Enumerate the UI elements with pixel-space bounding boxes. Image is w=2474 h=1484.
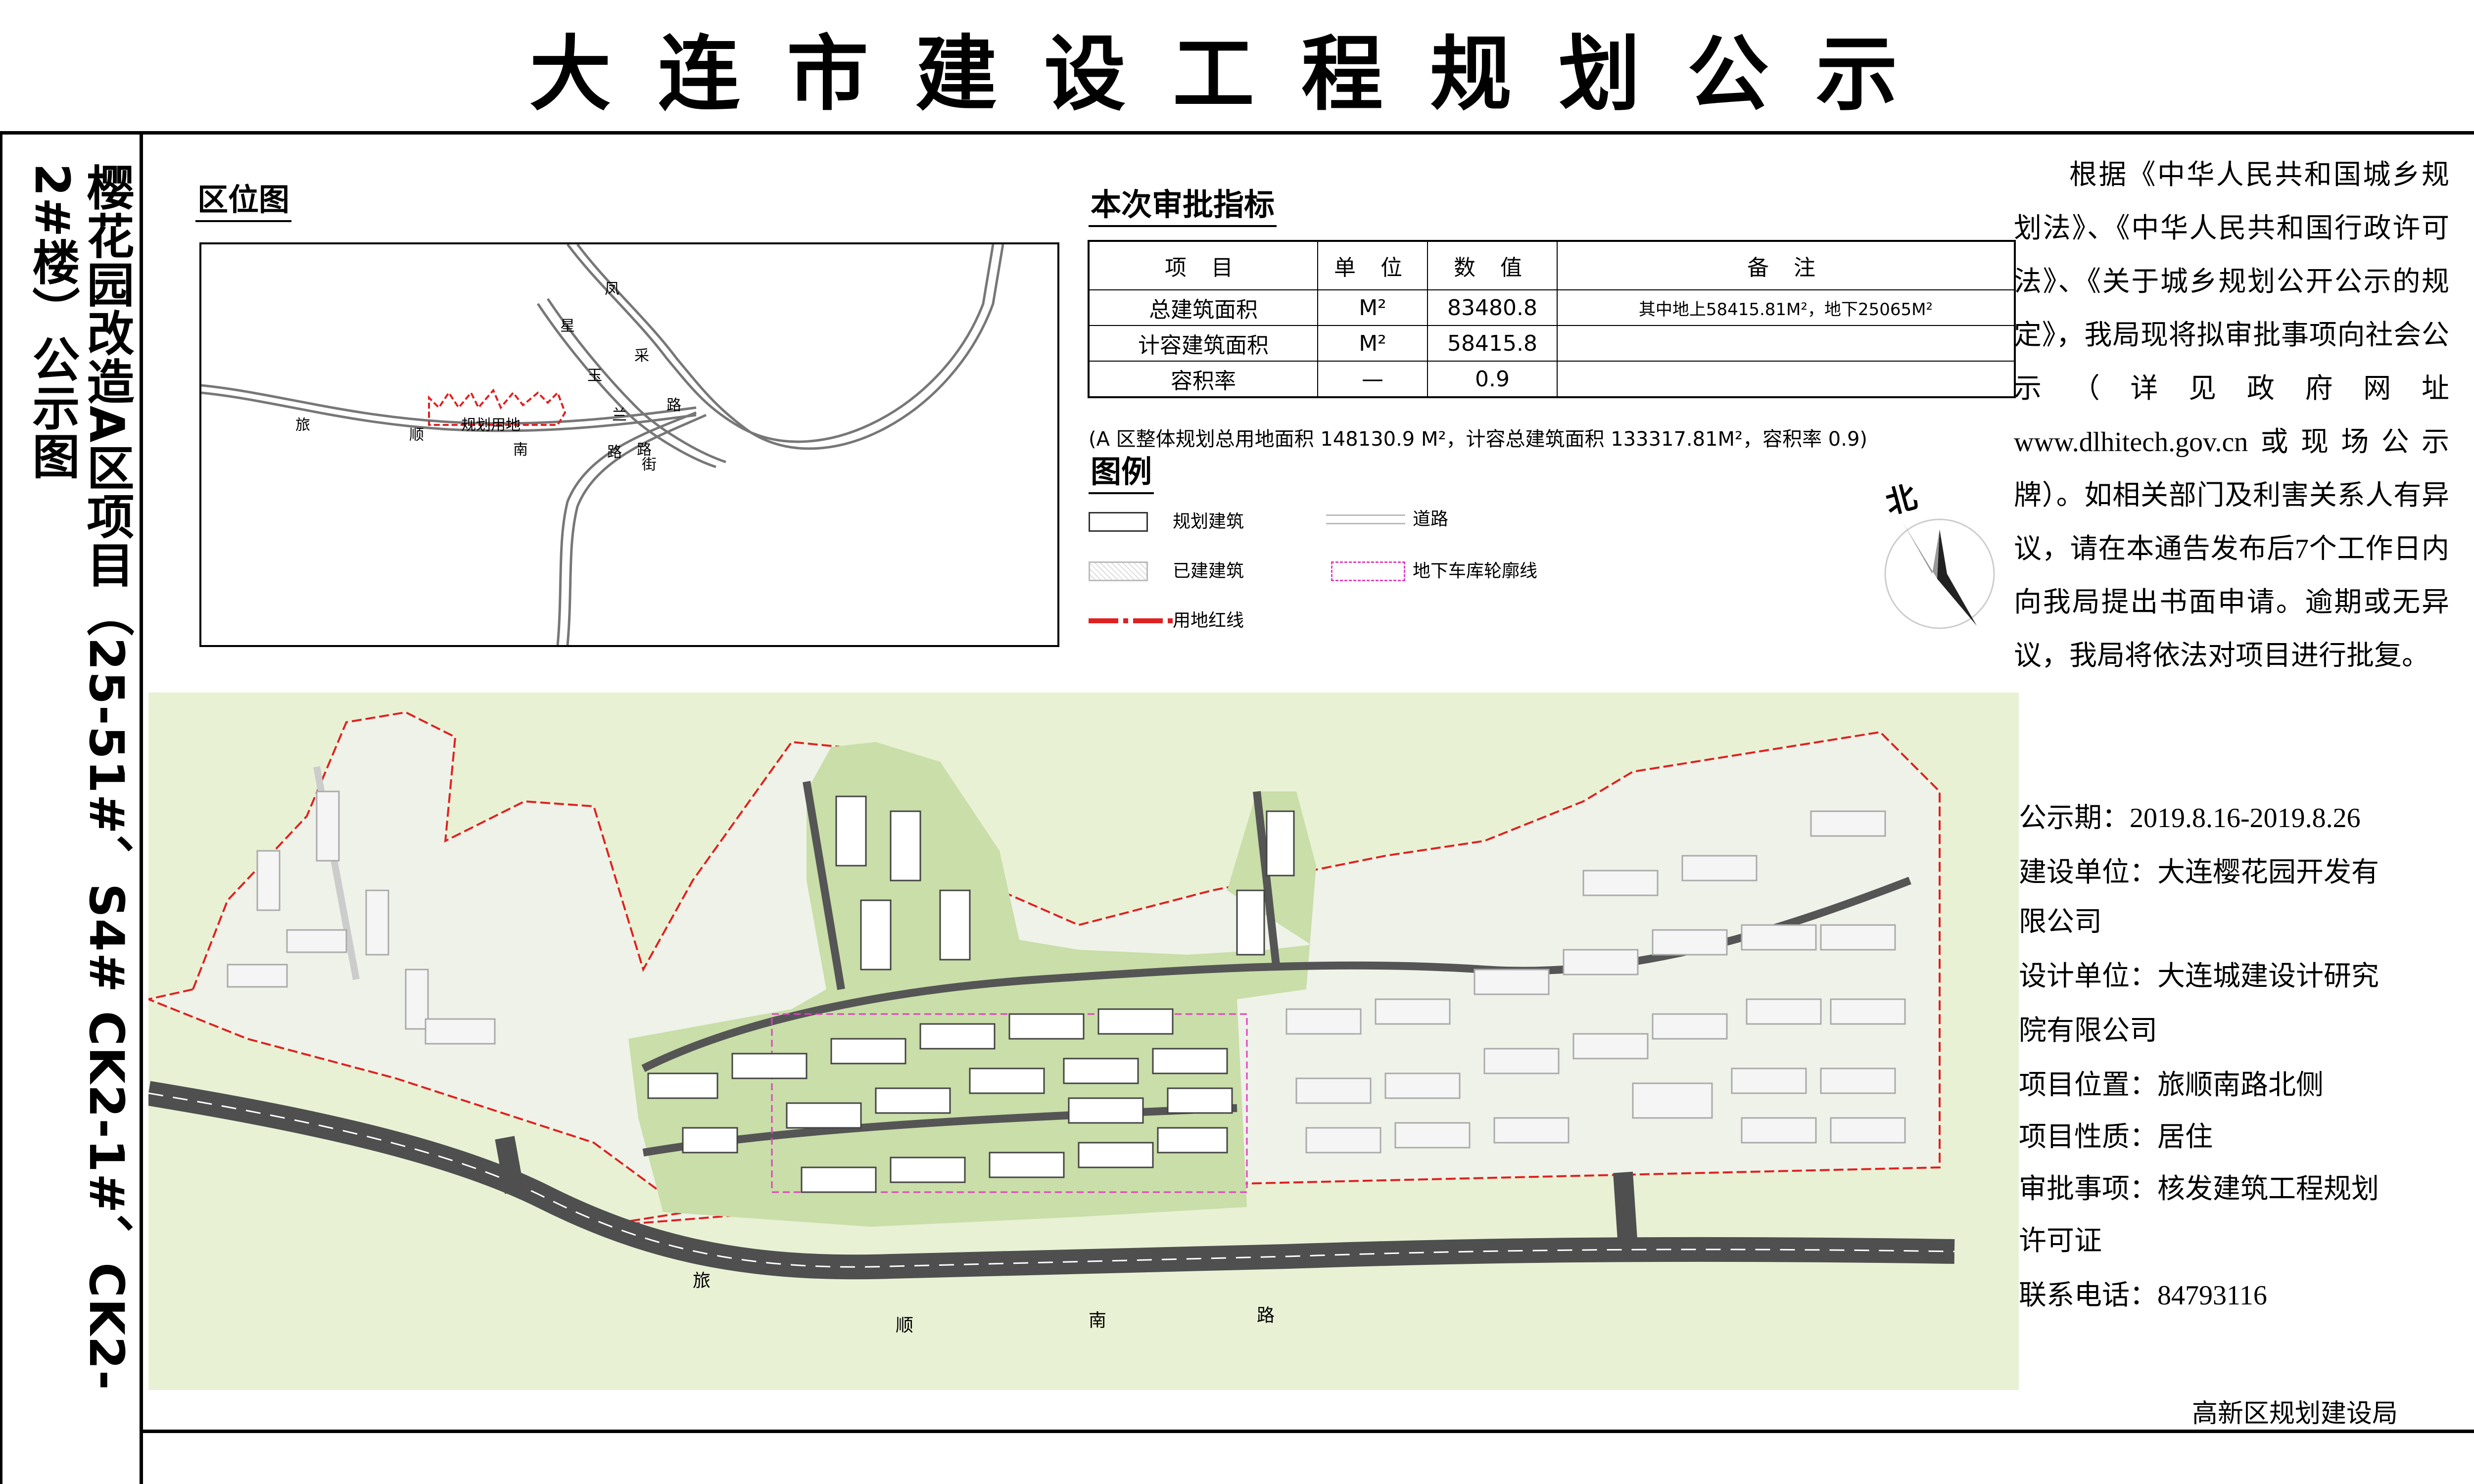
road-label: 玉 xyxy=(587,367,602,384)
table-cell xyxy=(1557,361,2015,398)
table-row: 计容建筑面积 M² 58415.8 xyxy=(1088,325,2015,362)
site-plan-drawing xyxy=(145,711,1955,1280)
road-label: 兰 xyxy=(612,407,627,424)
legend-planned-label: 规划建筑 xyxy=(1173,511,1244,532)
table-header-cell: 备 注 xyxy=(1557,240,2015,290)
road-label: 旅 xyxy=(693,1271,711,1291)
road-label: 凤 xyxy=(605,280,619,298)
project-title: 樱花园改造A区项目（25-51#、S4# CK2-1#、CK2-2#楼）公示图 xyxy=(10,163,134,1415)
notice-builder-cont: 限公司 xyxy=(2019,907,2102,937)
table-cell: 0.9 xyxy=(1427,361,1558,398)
table-header-cell: 项 目 xyxy=(1088,240,1318,290)
footer-divider xyxy=(140,1430,2474,1433)
road-label: 星 xyxy=(560,318,575,335)
road-label: 南 xyxy=(513,441,528,459)
legend-red-line-label: 用地红线 xyxy=(1173,610,1244,631)
notice-nature: 项目性质：居住 xyxy=(2019,1122,2213,1153)
table-cell: 其中地上58415.81M²，地下25065M² xyxy=(1557,289,2015,326)
compass-rose-icon xyxy=(1884,518,1995,629)
header-divider xyxy=(0,131,2474,135)
compass: 北 xyxy=(1880,478,1999,643)
project-title-text: 樱花园改造A区项目（25-51#、S4# CK2-1#、CK2-2#楼）公示图 xyxy=(24,163,134,1391)
table-cell: 总建筑面积 xyxy=(1088,289,1318,326)
road-label: 路 xyxy=(637,441,652,459)
planned-building-symbol xyxy=(1089,512,1148,532)
notice-builder: 建设单位：大连樱花园开发有 xyxy=(2019,857,2379,888)
notice-text: 根据《中华人民共和国城乡规划法》、《中华人民共和国行政许可法》、《关于城乡规划公… xyxy=(2014,160,2449,671)
legend-existing-label: 已建建筑 xyxy=(1173,561,1244,581)
location-map: 规划用地 旅 顺 南 路 星 玉 兰 路 凤 采 路 街 xyxy=(199,242,1059,647)
table-row: 总建筑面积 M² 83480.8 其中地上58415.81M²，地下25065M… xyxy=(1088,289,2015,326)
road-label: 旅 xyxy=(295,417,310,434)
road-symbol xyxy=(1326,514,1405,524)
table-cell: 容积率 xyxy=(1088,361,1318,398)
title-divider xyxy=(140,131,143,1484)
red-line-symbol xyxy=(1089,618,1178,623)
road-label: 采 xyxy=(634,347,649,365)
table-cell: — xyxy=(1317,361,1428,398)
bureau-signature: 高新区规划建设局 xyxy=(2192,1399,2398,1429)
road-label: 路 xyxy=(666,397,681,414)
table-footnote: (A 区整体规划总用地面积 148130.9 M²，计容总建筑面积 133317… xyxy=(1089,428,1868,451)
notice-designer-cont: 院有限公司 xyxy=(2019,1016,2157,1046)
notice-phone: 联系电话：84793116 xyxy=(2019,1280,2267,1311)
indicator-table: 项 目 单 位 数 值 备 注 总建筑面积 M² 83480.8 其中地上584… xyxy=(1088,240,2016,398)
legend-heading: 图例 xyxy=(1089,453,1154,494)
table-cell: M² xyxy=(1317,325,1428,362)
table-cell: 58415.8 xyxy=(1427,325,1558,362)
road-label: 街 xyxy=(642,456,657,473)
road-label: 路 xyxy=(607,444,622,461)
location-map-heading: 区位图 xyxy=(195,181,292,222)
notice-approval-cont: 许可证 xyxy=(2019,1226,2102,1256)
table-cell: M² xyxy=(1317,289,1428,326)
road-label: 路 xyxy=(1257,1305,1275,1326)
table-cell: 计容建筑面积 xyxy=(1088,325,1318,362)
road-label: 南 xyxy=(1089,1310,1107,1331)
notice-approval: 审批事项：核发建筑工程规划 xyxy=(2019,1174,2379,1205)
notice-location: 项目位置：旅顺南路北侧 xyxy=(2019,1070,2324,1101)
existing-building-symbol xyxy=(1089,561,1148,581)
table-header-cell: 数 值 xyxy=(1427,240,1558,290)
garage-outline-symbol xyxy=(1331,561,1405,581)
location-map-drawing xyxy=(201,243,1004,646)
table-header-row: 项 目 单 位 数 值 备 注 xyxy=(1088,240,2015,290)
left-border xyxy=(0,131,2,1484)
table-cell xyxy=(1557,325,2015,362)
notice-period: 公示期：2019.8.16-2019.8.26 xyxy=(2019,803,2361,834)
site-plan: 旅 顺 南 路 xyxy=(145,693,2019,1390)
legend-garage-label: 地下车库轮廓线 xyxy=(1413,561,1538,581)
table-row: 容积率 — 0.9 xyxy=(1088,361,2015,398)
page-title: 大连市建设工程规划公示 xyxy=(529,27,1945,122)
table-header-cell: 单 位 xyxy=(1317,240,1428,290)
road-label: 顺 xyxy=(409,426,424,444)
site-label: 规划用地 xyxy=(461,417,521,434)
legend-road-label: 道路 xyxy=(1413,509,1449,529)
road-label: 顺 xyxy=(896,1315,914,1336)
table-cell: 83480.8 xyxy=(1427,289,1558,326)
indicators-heading: 本次审批指标 xyxy=(1089,186,1277,227)
notice-designer: 设计单位：大连城建设计研究 xyxy=(2019,961,2379,992)
